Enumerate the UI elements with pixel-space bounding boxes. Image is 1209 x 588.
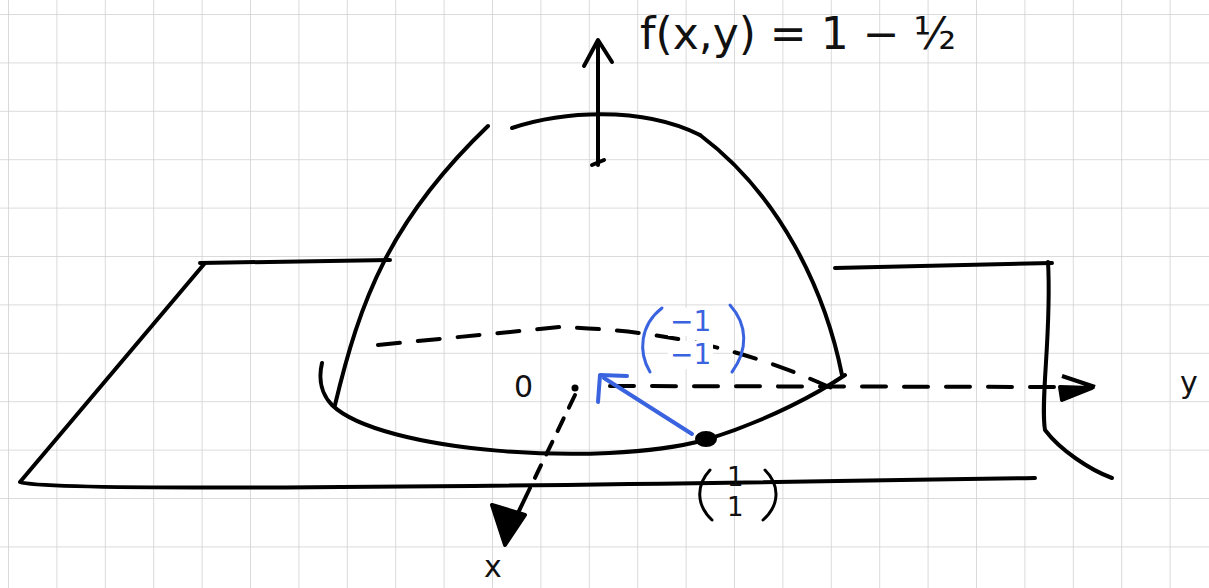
origin-dot bbox=[572, 385, 579, 392]
gradient-arrowhead bbox=[598, 375, 627, 402]
vector-entry: 1 bbox=[727, 494, 744, 520]
vector-entry: 1 bbox=[727, 464, 744, 490]
base-circle bbox=[320, 363, 845, 454]
paren bbox=[643, 308, 662, 372]
dome-left bbox=[335, 126, 488, 405]
x-axis bbox=[530, 395, 575, 488]
dome-top bbox=[512, 114, 700, 135]
axis-label: x bbox=[484, 552, 502, 582]
plane-right bbox=[1044, 262, 1112, 478]
vector-entry: −1 bbox=[668, 308, 713, 336]
paren bbox=[763, 470, 776, 520]
origin-label: 0 bbox=[514, 372, 533, 402]
axis-mark bbox=[592, 160, 604, 165]
plane-top-left bbox=[200, 260, 390, 263]
point-dot bbox=[695, 431, 717, 447]
z-axis bbox=[596, 45, 600, 165]
z-arrowhead bbox=[584, 40, 612, 66]
vector-entry: −1 bbox=[668, 341, 713, 369]
x-arrowhead bbox=[492, 505, 525, 545]
gradient-arrow bbox=[604, 378, 692, 434]
plane-left bbox=[20, 263, 1035, 488]
y-axis bbox=[610, 386, 1058, 387]
axis-label: y bbox=[1180, 368, 1198, 398]
plane-top-right bbox=[835, 263, 1052, 268]
function-label: f(x,y) = 1 − ½ bbox=[640, 12, 956, 56]
dome-right bbox=[700, 135, 842, 375]
y-arrowhead bbox=[1060, 376, 1095, 400]
paren bbox=[730, 305, 744, 372]
paren bbox=[700, 470, 712, 520]
